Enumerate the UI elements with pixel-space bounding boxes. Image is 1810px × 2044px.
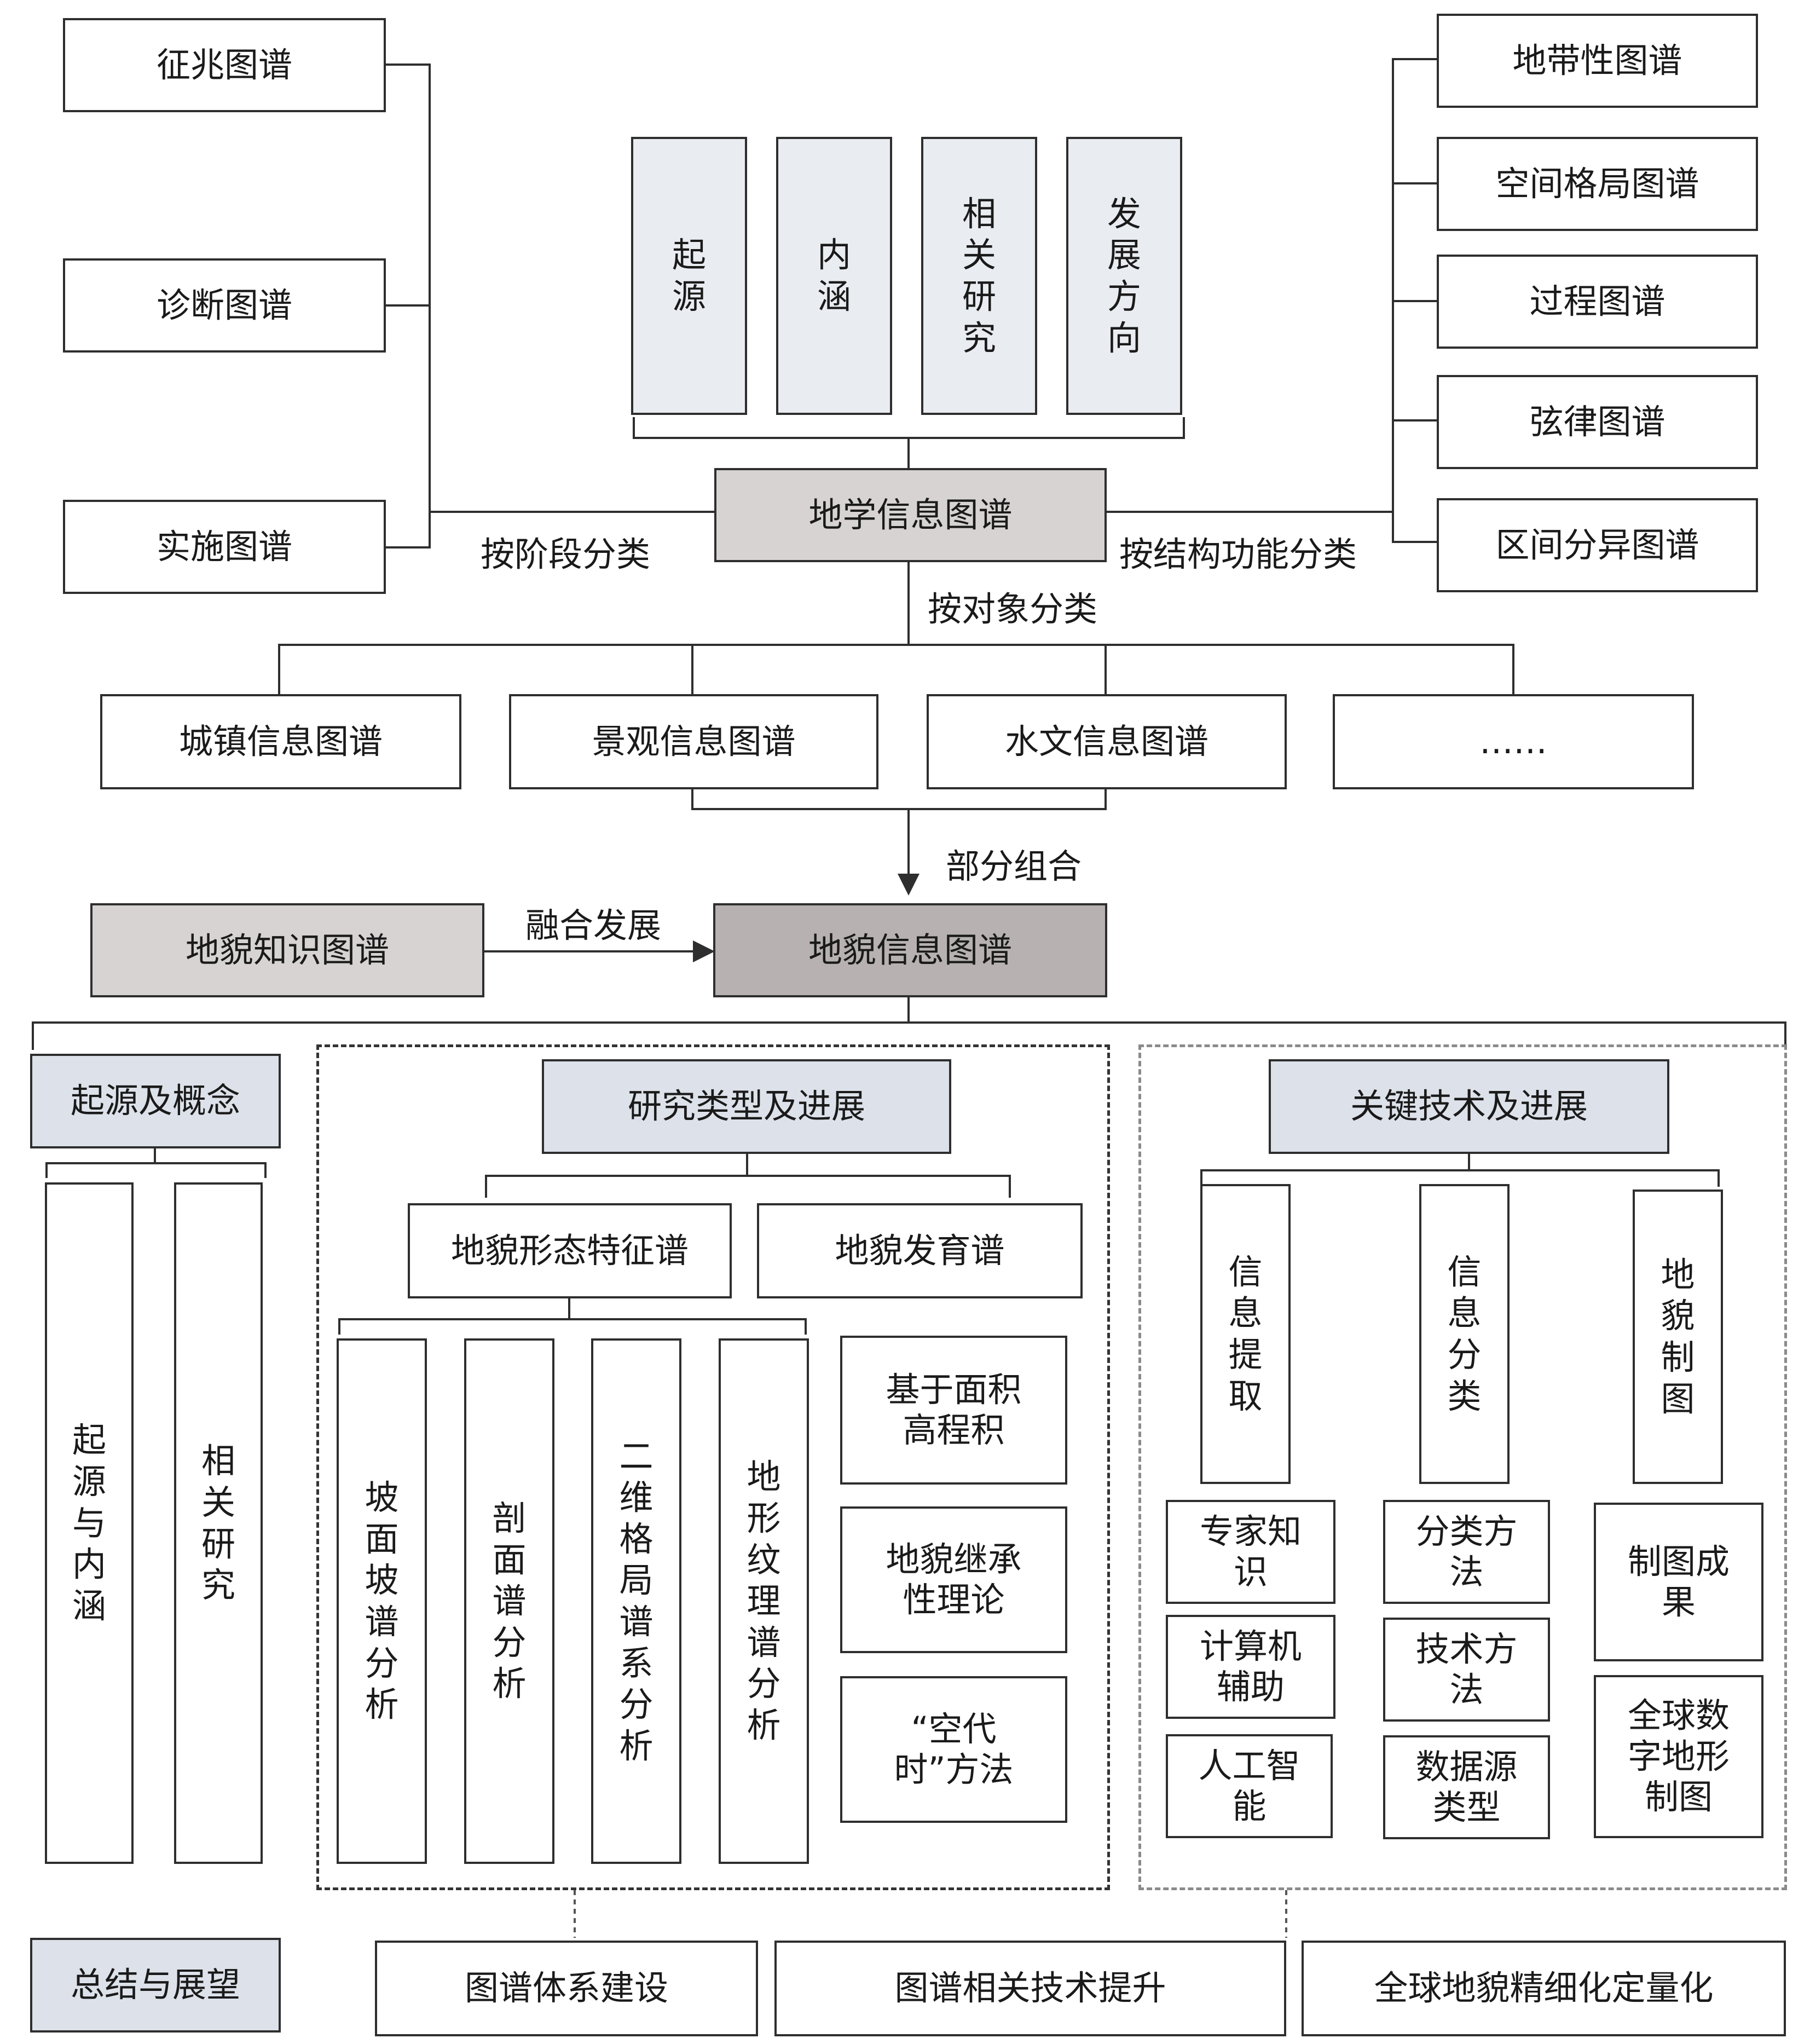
tech-item-box: 数据源类型 — [1383, 1735, 1550, 1839]
tech-column-box: 信息提取 — [1200, 1184, 1291, 1484]
fusion-label: 融合发展 — [525, 905, 662, 945]
tech-item-box: 专家知识 — [1166, 1500, 1335, 1604]
object-type-box: 城镇信息图谱 — [100, 694, 461, 789]
structure-type-box: 地带性图谱 — [1437, 14, 1758, 108]
structure-type-box: 过程图谱 — [1437, 255, 1758, 349]
origin-item-box: 相关研究 — [174, 1182, 263, 1864]
morph-item-box: 地形纹理谱分析 — [719, 1338, 809, 1864]
geomorph-tupu-box: 地貌信息图谱 — [713, 903, 1107, 997]
geo-info-tupu-box: 地学信息图谱 — [714, 468, 1107, 562]
stage-type-box: 实施图谱 — [63, 500, 386, 594]
develop-item-box: 地貌继承性理论 — [840, 1506, 1067, 1653]
tech-item-box: 分类方法 — [1383, 1500, 1550, 1604]
stage-type-box: 诊断图谱 — [63, 258, 386, 353]
knowledge-tupu-box: 地貌知识图谱 — [90, 903, 484, 997]
stage-type-box: 征兆图谱 — [63, 18, 386, 112]
research-title-box: 研究类型及进展 — [542, 1059, 951, 1154]
summary-item-box: 全球地貌精细化定量化 — [1302, 1941, 1786, 2036]
stage-label: 按阶段分类 — [481, 534, 651, 574]
morph-item-box: 剖面谱分析 — [464, 1338, 554, 1864]
object-type-box: 水文信息图谱 — [927, 694, 1287, 789]
partial-combination-label: 部分组合 — [946, 846, 1082, 886]
origin-title-box: 起源及概念 — [30, 1054, 281, 1148]
tech-item-box: 计算机辅助 — [1166, 1615, 1335, 1719]
tech-group-frame — [1138, 1044, 1787, 1890]
morph-item-box: 二维格局谱系分析 — [591, 1338, 681, 1864]
aspect-box: 相关研究 — [921, 137, 1037, 415]
summary-item-box: 图谱体系建设 — [375, 1941, 758, 2036]
structure-type-box: 空间格局图谱 — [1437, 137, 1758, 231]
summary-item-box: 图谱相关技术提升 — [774, 1941, 1286, 2036]
structure-type-box: 弦律图谱 — [1437, 375, 1758, 469]
tech-item-box: 技术方法 — [1383, 1618, 1550, 1722]
tech-column-box: 信息分类 — [1419, 1184, 1510, 1484]
structure-type-box: 区间分异图谱 — [1437, 498, 1758, 592]
develop-spectrum-box: 地貌发育谱 — [757, 1203, 1083, 1298]
aspect-box: 内涵 — [776, 137, 892, 415]
object-label: 按对象分类 — [928, 589, 1098, 629]
research-group-frame — [316, 1044, 1110, 1890]
aspect-box: 发展方向 — [1066, 137, 1182, 415]
tech-item-box: 人工智能 — [1166, 1734, 1333, 1838]
origin-item-box: 起源与内涵 — [45, 1182, 134, 1864]
tech-item-box: 全球数字地形制图 — [1594, 1675, 1763, 1838]
develop-item-box: “空代时”方法 — [840, 1676, 1067, 1823]
develop-item-box: 基于面积高程积 — [840, 1336, 1067, 1485]
tech-column-box: 地貌制图 — [1633, 1190, 1723, 1484]
tech-title-box: 关键技术及进展 — [1269, 1059, 1669, 1154]
structure-label: 按结构功能分类 — [1119, 534, 1357, 574]
aspect-box: 起源 — [631, 137, 747, 415]
morph-item-box: 坡面坡谱分析 — [337, 1338, 427, 1864]
morph-spectrum-box: 地貌形态特征谱 — [408, 1203, 732, 1298]
object-type-box: …… — [1333, 694, 1694, 789]
summary-title-box: 总结与展望 — [30, 1938, 281, 2033]
object-type-box: 景观信息图谱 — [509, 694, 878, 789]
tech-item-box: 制图成果 — [1594, 1503, 1763, 1661]
